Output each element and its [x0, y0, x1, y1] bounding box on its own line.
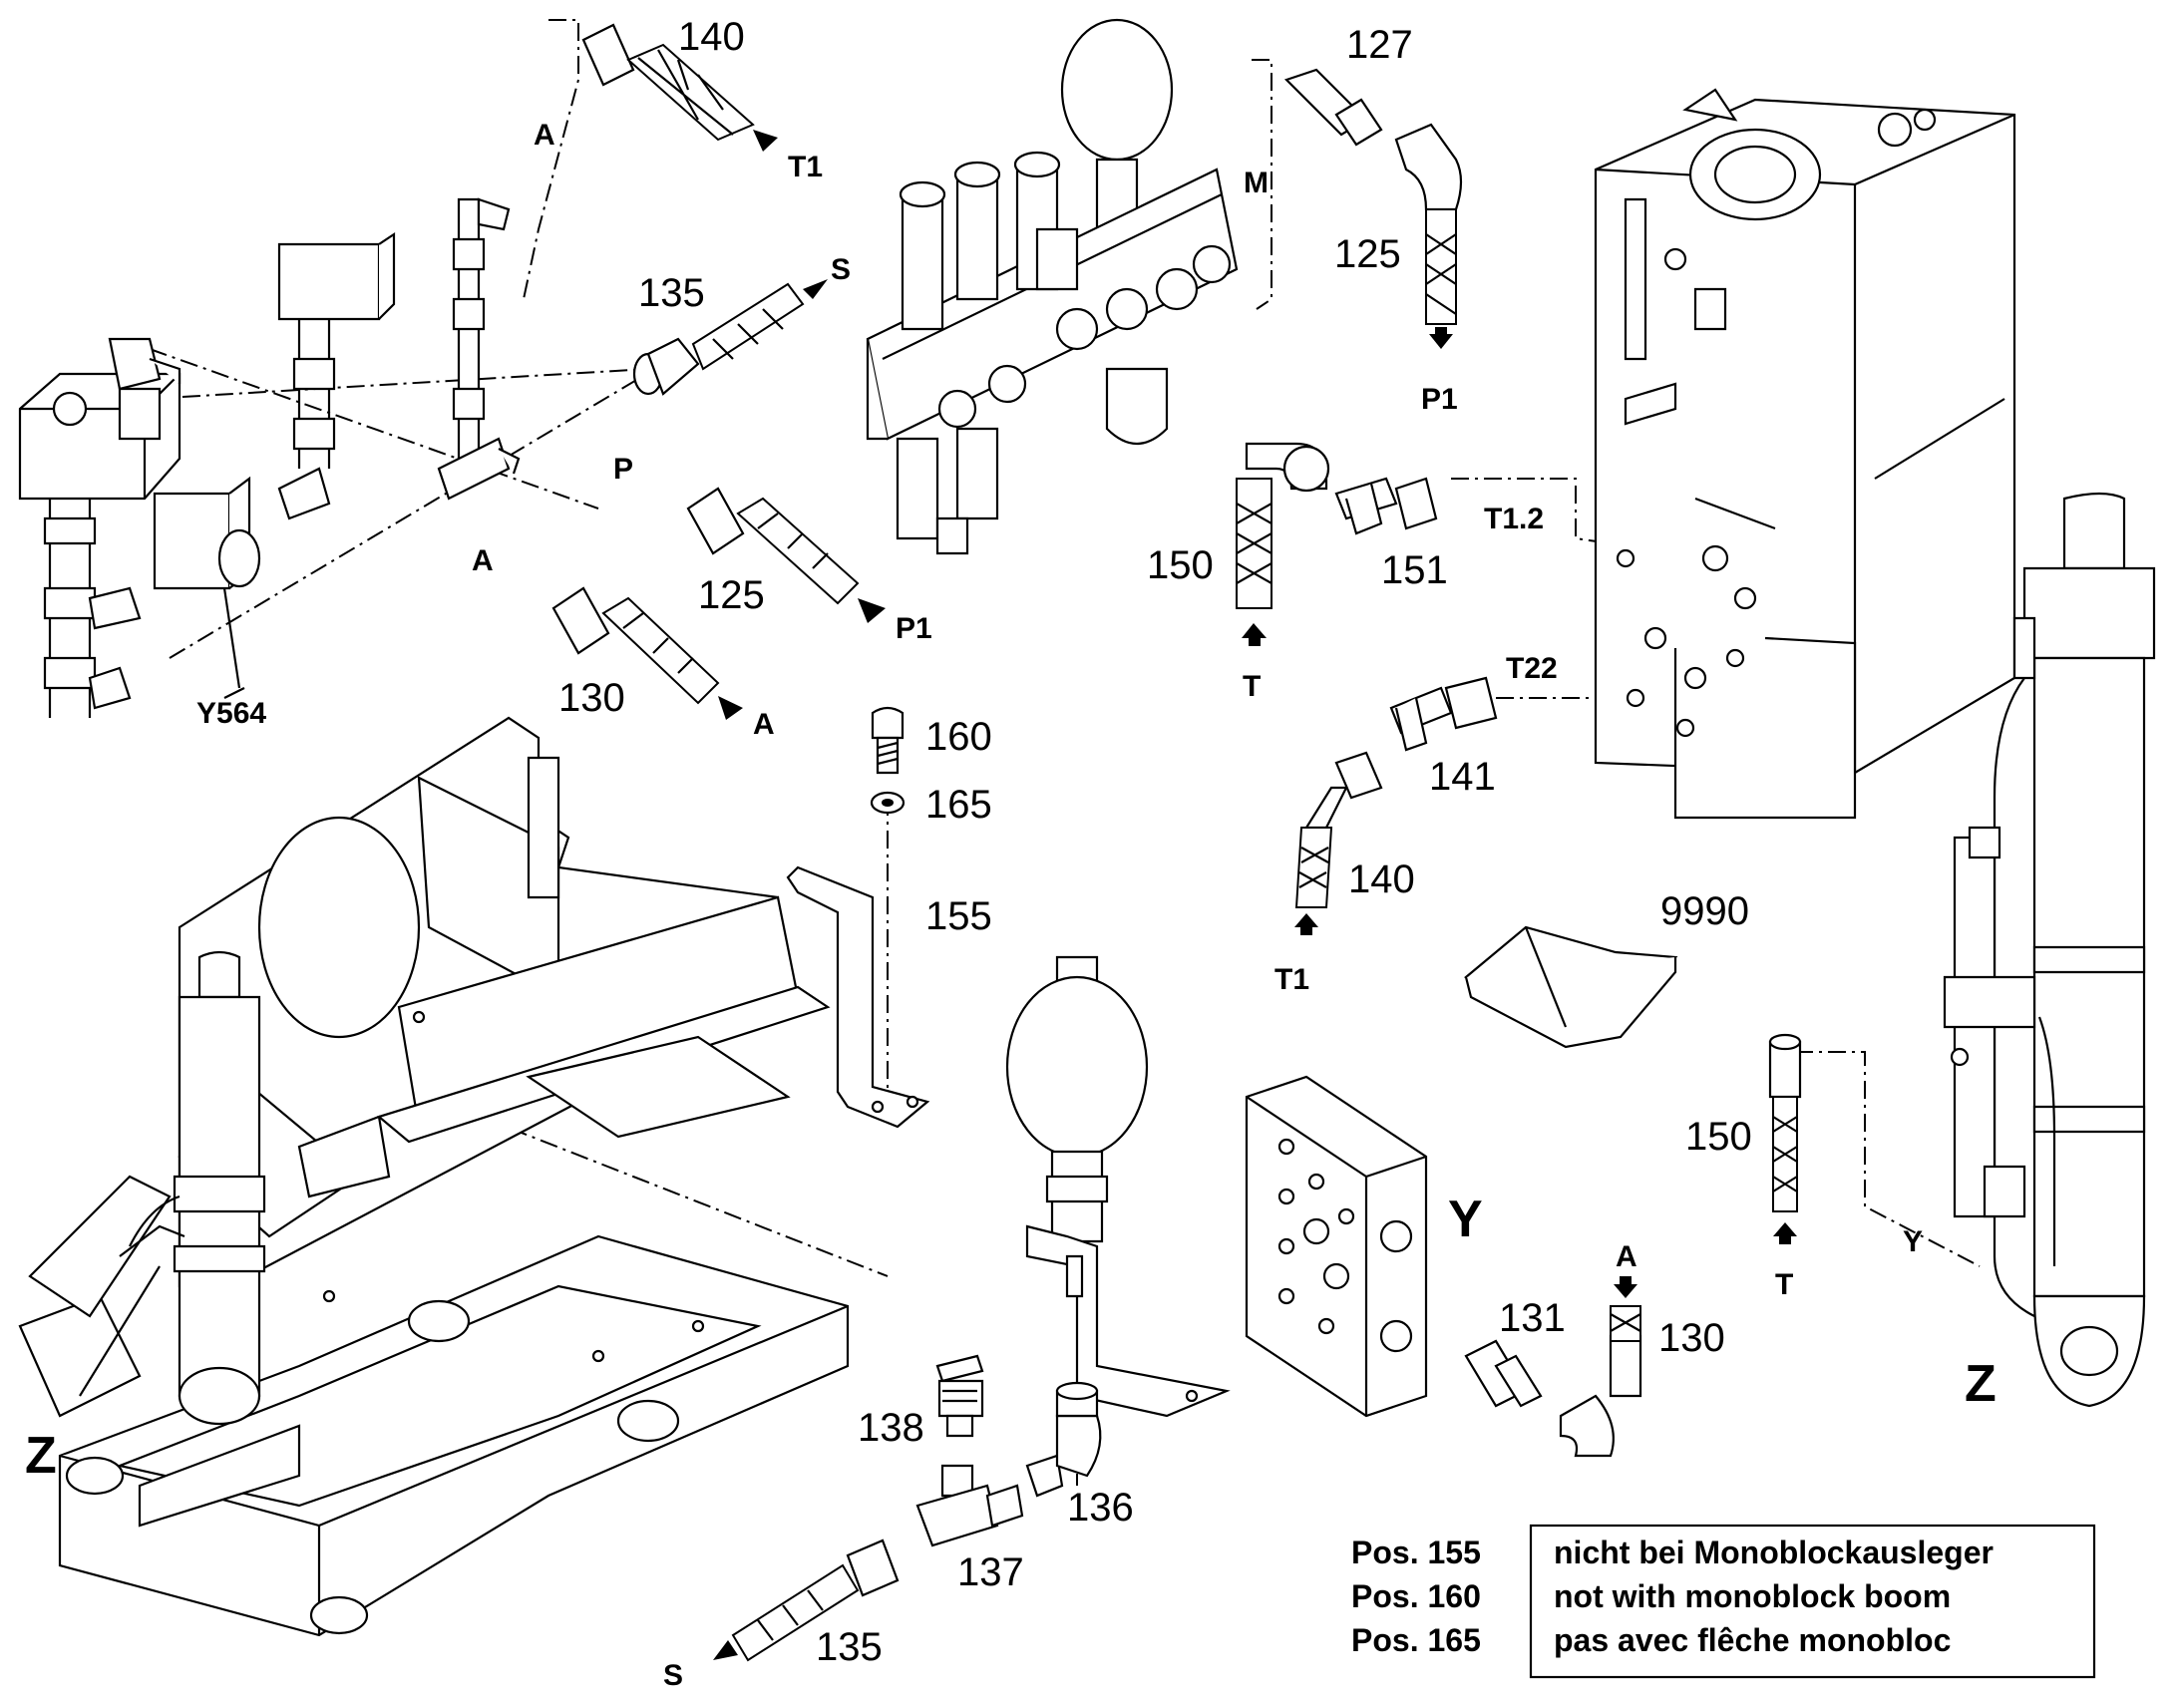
port-code: T [1243, 670, 1261, 703]
port-code: Y564 [196, 697, 266, 730]
part-number: 141 [1429, 755, 1496, 799]
part-number: 150 [1147, 543, 1214, 587]
port-code: Y [1903, 1225, 1923, 1258]
hose-140-top [581, 23, 778, 152]
port-code: P1 [1421, 383, 1458, 416]
port-code: A [534, 119, 555, 152]
undercarriage-frame [18, 716, 850, 1637]
note-box: Pos. 155 Pos. 160 Pos. 165 nicht bei Mon… [1351, 1524, 2096, 1679]
port-code: S [831, 253, 851, 286]
detail-label: Z [25, 1427, 57, 1485]
note-position: Pos. 165 [1351, 1622, 1481, 1658]
part-number: 151 [1381, 548, 1448, 592]
manual-book [1464, 925, 1678, 1049]
part-number: 9990 [1660, 889, 1749, 933]
note-text: not with monoblock boom [1554, 1578, 1951, 1614]
part-number: 135 [638, 271, 705, 315]
fitting-127-hose-125 [1283, 68, 1463, 349]
port-code: T1 [788, 151, 823, 183]
hose-130-middle [551, 586, 743, 720]
part-number: 155 [925, 894, 992, 938]
hose-135-top [632, 279, 828, 396]
control-valve-block [866, 18, 1239, 555]
note-text: nicht bei Monoblockausleger [1554, 1535, 1994, 1570]
port-code: T1 [1274, 963, 1309, 996]
part-number: 150 [1685, 1115, 1752, 1159]
note-frame [1529, 1524, 2096, 1679]
port-code: T1.2 [1484, 503, 1544, 535]
fitting-141-hose-140 [1294, 676, 1498, 935]
port-code: M [1244, 167, 1269, 199]
accumulator-bracket [1005, 955, 1231, 1418]
hose-150-right [1768, 1033, 1802, 1244]
fitting-131-hose-130 [1464, 1276, 1642, 1458]
part-number: 130 [558, 676, 625, 720]
hose-150-fitting-151 [1236, 442, 1438, 646]
boom-cylinder [1943, 492, 2156, 1408]
bracket-bolt-washer [786, 706, 930, 1129]
valve-block-assembly [18, 197, 521, 718]
part-number: 130 [1658, 1316, 1725, 1360]
part-number: 160 [925, 715, 992, 759]
port-code: T [1775, 1268, 1793, 1301]
note-text: pas avec flêche monobloc [1554, 1622, 1951, 1658]
note-position: Pos. 160 [1351, 1578, 1481, 1614]
detail-y-block [1245, 1075, 1428, 1418]
port-code: T22 [1506, 652, 1558, 685]
port-code: A [1616, 1240, 1637, 1273]
part-number-labels: 140 127 125 135 125 130 150 151 160 165 … [558, 15, 1752, 1669]
port-code-labels: T1 A M S P1 P A P1 A Y564 T T1.2 T22 T1 … [196, 119, 1923, 1692]
part-number: 125 [1334, 232, 1401, 276]
detail-label: Z [1965, 1355, 1997, 1413]
part-number: 140 [678, 15, 745, 59]
part-number: 136 [1067, 1486, 1134, 1530]
detail-label: Y [1448, 1191, 1483, 1248]
part-number: 125 [698, 573, 765, 617]
port-code: P1 [896, 612, 932, 645]
port-code: A [472, 544, 494, 577]
port-code: A [753, 708, 775, 741]
part-number: 140 [1348, 857, 1415, 901]
hose-125-middle [686, 487, 886, 623]
fittings-bottom [713, 1354, 1102, 1662]
part-number: 138 [858, 1406, 924, 1450]
port-code: S [663, 1659, 683, 1692]
port-code: P [613, 453, 633, 486]
part-number: 165 [925, 783, 992, 827]
hydraulic-tank [1594, 88, 2016, 820]
detail-labels: Z Y Z [25, 1191, 1997, 1485]
note-position: Pos. 155 [1351, 1535, 1481, 1570]
part-number: 131 [1499, 1296, 1566, 1340]
part-number: 135 [816, 1625, 883, 1669]
part-number: 127 [1346, 23, 1413, 67]
part-number: 137 [957, 1550, 1024, 1594]
